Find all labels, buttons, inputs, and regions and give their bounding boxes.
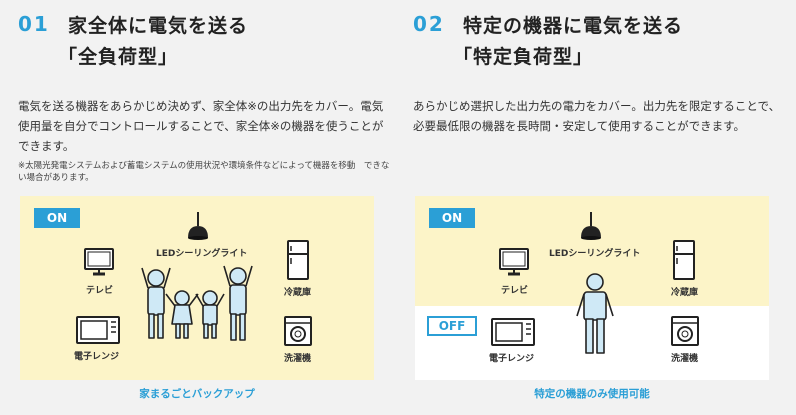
ceiling-light-icon: [188, 212, 208, 240]
section-description: あらかじめ選択した出力先の電力をカバー。出力先を限定することで、必要最低限の機器…: [413, 99, 781, 133]
tv-icon: [499, 248, 529, 276]
section-heading: 01 家全体に電気を送る 「全負荷型」: [18, 0, 390, 78]
section-number: 01: [18, 12, 50, 36]
microwave-icon: [76, 316, 120, 344]
section-description: 電気を送る機器をあらかじめ決めず、家全体※の出力先をカバー。電気使用量を自分でコ…: [18, 99, 384, 153]
tv-icon: [84, 248, 114, 276]
section-heading: 02 特定の機器に電気を送る 「特定負荷型」: [413, 0, 785, 78]
family-cheering-icon: [141, 265, 253, 341]
fridge-label: 冷蔵庫: [284, 288, 312, 298]
tv-label: テレビ: [86, 286, 114, 296]
section-title-line1: 家全体に電気を送る: [68, 15, 249, 37]
section-caption: 家まるごとバックアップ: [139, 388, 255, 400]
off-badge: OFF: [427, 316, 477, 336]
fridge-icon: [287, 240, 309, 280]
section-caption: 特定の機器のみ使用可能: [534, 388, 650, 400]
full-load-section: 01 家全体に電気を送る 「全負荷型」 電気を送る機器をあらかじめ決めず、家全体…: [18, 0, 390, 400]
washer-label: 洗濯機: [671, 354, 699, 364]
section-footnote: ※太陽光発電システムおよび蓄電システムの使用状況や環境条件などによって機器を移動…: [18, 161, 390, 183]
on-badge: ON: [429, 208, 475, 228]
section-title-line2: 「全負荷型」: [58, 46, 179, 68]
ceiling-light-icon: [581, 212, 601, 240]
washer-icon: [671, 316, 699, 346]
washer-label: 洗濯機: [284, 354, 312, 364]
microwave-icon: [491, 318, 535, 346]
section-title-line1: 特定の機器に電気を送る: [463, 15, 684, 37]
fridge-icon: [673, 240, 695, 280]
section-title-line2: 「特定負荷型」: [453, 46, 594, 68]
on-badge: ON: [34, 208, 80, 228]
specific-load-section: 02 特定の機器に電気を送る 「特定負荷型」 あらかじめ選択した出力先の電力をカ…: [413, 0, 785, 400]
person-icon: [576, 273, 614, 354]
tv-label: テレビ: [501, 286, 529, 296]
microwave-label: 電子レンジ: [489, 354, 535, 364]
fridge-label: 冷蔵庫: [671, 288, 699, 298]
light-label: LEDシーリングライト: [549, 249, 641, 259]
specific-load-illustration: ON OFF LEDシーリングライト テレビ 冷蔵庫: [415, 196, 769, 380]
section-number: 02: [413, 12, 445, 36]
full-load-illustration: ON LEDシーリングライト テレビ 冷蔵庫: [20, 196, 374, 380]
light-label: LEDシーリングライト: [156, 249, 248, 259]
washer-icon: [284, 316, 312, 346]
microwave-label: 電子レンジ: [74, 352, 120, 362]
